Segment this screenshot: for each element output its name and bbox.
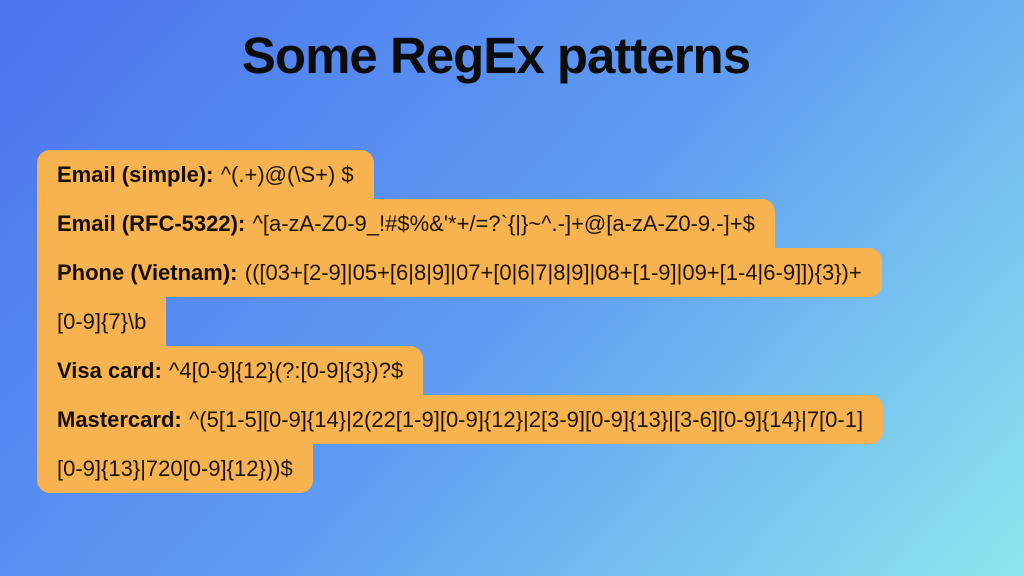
page-title: Some RegEx patterns (241, 27, 751, 84)
regex-pattern: ^(5[1-5][0-9]{14}|2(22[1-9][0-9]{12}|2[3… (188, 406, 864, 432)
regex-label: Email (RFC-5322): (57, 210, 246, 236)
regex-label: Email (simple): (57, 161, 214, 187)
regex-label: Visa card: (57, 357, 162, 383)
regex-pattern: ^(.+)@(\S+) $ (220, 161, 354, 187)
regex-pattern: [0-9]{13}|720[0-9]{12}))$ (57, 455, 293, 481)
regex-label: Mastercard: (57, 406, 182, 432)
regex-row-visa-card: Visa card: ^4[0-9]{12}(?:[0-9]{3})?$ (37, 346, 424, 395)
regex-row-mastercard-wrap: [0-9]{13}|720[0-9]{12}))$ (37, 444, 313, 493)
regex-pattern: ^[a-zA-Z0-9_!#$%&'*+/=?`{|}~^.-]+@[a-zA-… (252, 210, 755, 236)
regex-row-email-rfc5322: Email (RFC-5322): ^[a-zA-Z0-9_!#$%&'*+/=… (37, 199, 775, 248)
regex-pattern: ^4[0-9]{12}(?:[0-9]{3})?$ (169, 357, 404, 383)
regex-row-mastercard: Mastercard: ^(5[1-5][0-9]{14}|2(22[1-9][… (37, 395, 884, 444)
regex-pattern-list: Email (simple): ^(.+)@(\S+) $ Email (RFC… (37, 150, 884, 493)
regex-pattern: [0-9]{7}\b (57, 308, 147, 334)
regex-row-email-simple: Email (simple): ^(.+)@(\S+) $ (37, 150, 374, 199)
regex-row-phone-vietnam-wrap: [0-9]{7}\b (37, 297, 167, 346)
regex-pattern: (([03+[2-9]|05+[6|8|9]|07+[0|6|7|8|9]|08… (244, 259, 862, 285)
regex-label: Phone (Vietnam): (57, 259, 238, 285)
regex-row-phone-vietnam: Phone (Vietnam): (([03+[2-9]|05+[6|8|9]|… (37, 248, 882, 297)
